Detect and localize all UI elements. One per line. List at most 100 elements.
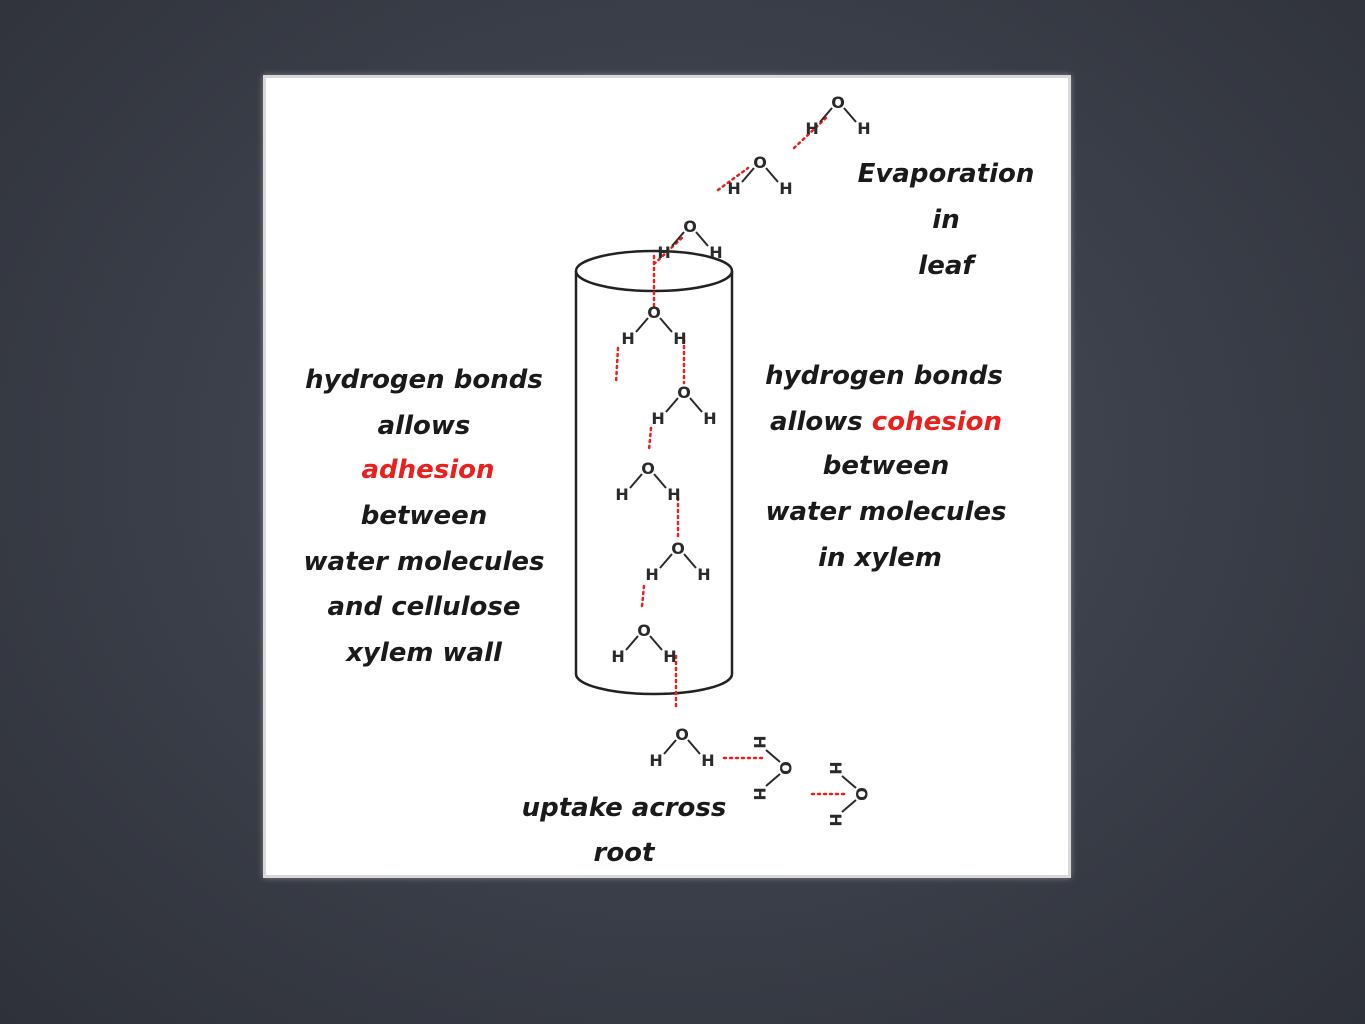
covalent-bond [659,317,673,333]
water-molecule: OH H [805,93,870,138]
hydrogen-bond [640,584,646,608]
water-molecule: OH H [615,459,680,504]
oxygen-atom: O [671,539,685,558]
covalent-bond [625,635,639,651]
hydrogen-atom: H [649,751,662,770]
hydrogen-atom: H [701,751,714,770]
xylem-bottom [574,673,734,696]
root-line: root [594,838,657,868]
hydrogen-atom: H [611,647,624,666]
cohesion-line: in xylem [818,543,942,573]
hydrogen-atom: H [709,243,722,262]
cohesion-line: between [823,451,949,481]
covalent-bond [741,167,755,183]
cohesion-line: allows cohesion [770,407,1002,437]
adhesion-line: hydrogen bonds [305,365,543,395]
water-molecule: OH H [611,621,676,666]
hydrogen-atom: H [621,329,634,348]
water-molecule: OH H [826,761,871,826]
oxygen-atom: O [637,621,651,640]
covalent-bond [665,397,679,413]
covalent-bond [659,553,673,569]
adhesion-line: allows [378,411,471,441]
covalent-bond [649,635,663,651]
hydrogen-atom: H [651,409,664,428]
water-molecule: OH H [649,725,714,770]
covalent-bond [819,107,833,123]
hydrogen-bond [792,116,828,150]
hydrogen-atom: H [779,179,792,198]
adhesion-line: and cellulose [328,592,521,622]
water-molecule: OH H [621,303,686,348]
hydrogen-atom: H [615,485,628,504]
covalent-bond [843,107,857,123]
hydrogen-atom: H [657,243,670,262]
adhesion-term: adhesion [361,455,494,485]
water-molecule: OH H [651,383,716,428]
oxygen-atom: O [677,383,691,402]
cohesion-line: hydrogen bonds [765,361,1003,391]
covalent-bond [663,739,677,755]
adhesion-line: between [361,501,487,531]
hydrogen-atom: H [750,735,769,748]
water-molecule: OH H [645,539,710,584]
covalent-bond [765,749,781,763]
cohesion-prefix: allows [770,407,872,437]
oxygen-atom: O [641,459,655,478]
oxygen-atom: O [647,303,661,322]
covalent-bond [635,317,649,333]
hydrogen-atom: H [750,787,769,800]
hydrogen-bond [614,346,620,385]
root-line: uptake across [522,793,727,823]
covalent-bond [841,775,857,789]
root-label: uptake across root [522,793,727,868]
water-molecule: OH H [750,735,795,800]
hydrogen-atom: H [697,565,710,584]
cohesion-label: hydrogen bonds allows cohesion between w… [765,361,1006,573]
cohesion-line: water molecules [766,497,1007,527]
covalent-bond [653,473,667,489]
evaporation-line: in [932,205,959,235]
hydrogen-bond [716,166,750,192]
hydrogen-atom: H [673,329,686,348]
hydrogen-atom: H [667,485,680,504]
covalent-bond [687,739,701,755]
hydrogen-bonds [614,116,848,796]
oxygen-atom: O [776,761,795,775]
hydrogen-atom: H [857,119,870,138]
covalent-bond [683,553,697,569]
covalent-bond [689,397,703,413]
oxygen-atom: O [675,725,689,744]
covalent-bond [671,231,685,247]
hydrogen-atom: H [663,647,676,666]
water-molecule: OH H [727,153,792,198]
hydrogen-atom: H [703,409,716,428]
hydrogen-atom: H [826,761,845,774]
evaporation-line: Evaporation [858,159,1035,189]
oxygen-atom: O [683,217,697,236]
hydrogen-atom: H [826,813,845,826]
cohesion-term: cohesion [872,407,1002,437]
covalent-bond [765,167,779,183]
covalent-bond [765,773,781,787]
adhesion-line: water molecules [304,547,545,577]
oxygen-atom: O [753,153,767,172]
oxygen-atom: O [831,93,845,112]
hydrogen-bond [647,426,653,452]
adhesion-line: xylem wall [344,638,503,668]
covalent-bond [841,799,857,813]
hydrogen-atom: H [727,179,740,198]
covalent-bond [695,231,709,247]
oxygen-atom: O [852,787,871,801]
hydrogen-bond [652,234,686,266]
covalent-bond [629,473,643,489]
hydrogen-atom: H [805,119,818,138]
evaporation-line: leaf [918,251,977,281]
evaporation-label: Evaporation in leaf [858,159,1035,281]
water-molecule: OH H [657,217,722,262]
hydrogen-atom: H [645,565,658,584]
adhesion-label: hydrogen bonds allows adhesion between w… [304,365,545,668]
